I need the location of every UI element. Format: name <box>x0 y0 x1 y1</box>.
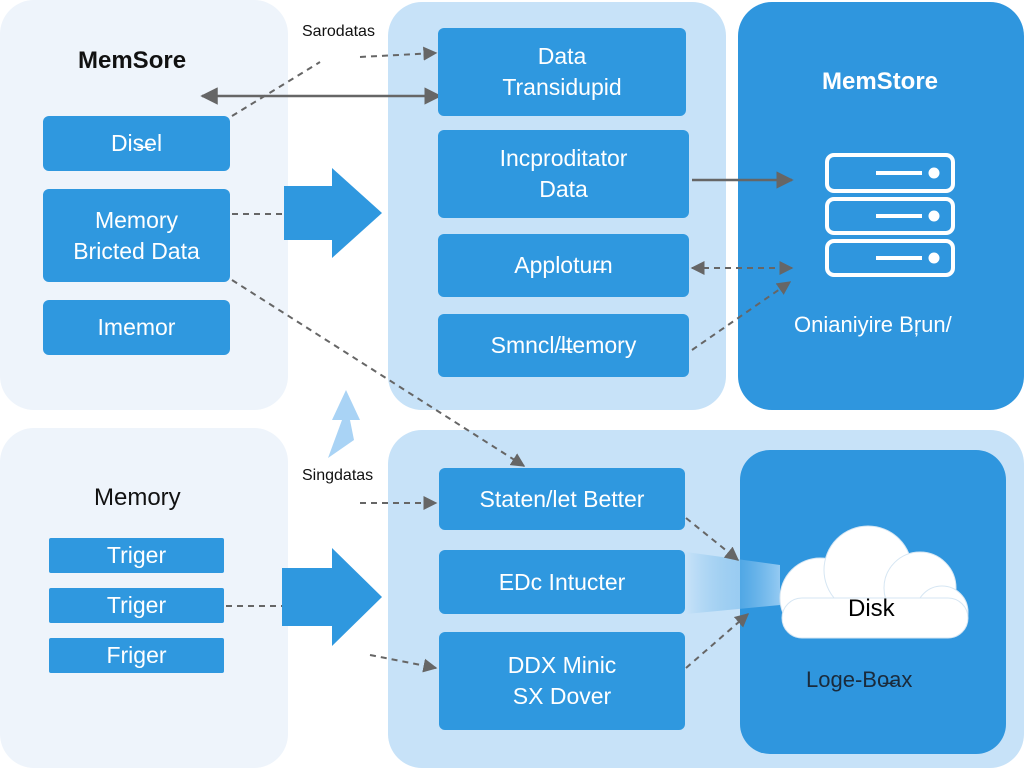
block-arrow-up <box>328 390 360 458</box>
link-ddx-out <box>685 613 750 669</box>
block-arrow-bottom <box>282 548 382 646</box>
text-line: datas <box>335 23 375 40</box>
text-line: Smncl/l̶temory <box>490 332 637 358</box>
bottom-center-item-0[interactable]: Staten/let Better <box>439 468 685 530</box>
note-bottom: Singdatas <box>302 466 374 486</box>
link-saro <box>359 46 438 61</box>
text-line: Sing <box>302 467 335 484</box>
link-disel <box>231 61 321 117</box>
note-top: Sarodatas <box>302 22 375 42</box>
text-line: Friger <box>106 642 167 668</box>
link-staten <box>685 517 740 561</box>
top-left-item-0[interactable]: Dis̶el <box>43 116 230 171</box>
top-center-item-3[interactable]: Smncl/l̶temory <box>438 314 689 377</box>
link-diagonal <box>231 279 526 467</box>
text-line: Applotur̶n <box>514 252 613 278</box>
text-line: EDc Intucter <box>498 568 626 595</box>
text-line: datas <box>334 467 374 484</box>
text-line: Transidupid <box>502 74 622 100</box>
top-right-title: MemStore <box>822 68 939 95</box>
bottom-right-caption: Loge-Bo̶ax <box>806 667 913 692</box>
bottom-center-item-2[interactable]: DDX Minic SX Dover <box>439 632 685 730</box>
text-line: Staten/let Better <box>479 485 645 512</box>
text-line: Bricted Data <box>73 237 200 264</box>
bottom-left-item-2[interactable]: Friger <box>49 638 224 673</box>
text-line: Imemor <box>97 314 176 340</box>
text-line: Triger <box>106 542 167 568</box>
top-center-item-2[interactable]: Applotur̶n <box>438 234 689 297</box>
text-line: Memory <box>94 206 179 233</box>
bottom-center-item-1[interactable]: EDc Intucter <box>439 550 685 614</box>
beam <box>686 552 780 614</box>
text-line: Incproditator <box>499 145 628 171</box>
cloud-label: Disk <box>848 595 895 622</box>
link-ddx-in <box>369 654 438 673</box>
text-line: SX Dover <box>512 683 612 709</box>
cloud-icon <box>779 525 969 639</box>
text-line: Saro <box>302 23 336 40</box>
top-left-item-2[interactable]: Imemor <box>43 300 230 355</box>
block-arrow-top <box>284 168 382 258</box>
text-line: Data <box>537 43 587 69</box>
bottom-left-title: Memory <box>94 484 181 511</box>
bottom-left-item-1[interactable]: Triger <box>49 588 224 623</box>
bottom-left-item-0[interactable]: Triger <box>49 538 224 573</box>
server-stack-icon <box>825 153 955 277</box>
text-line: DDX Minic <box>507 652 617 678</box>
panel-top-right <box>738 2 1024 410</box>
top-right-caption: Onianiyire Bŗun/ <box>794 312 952 337</box>
top-left-title: MemSore <box>78 47 187 74</box>
text-line: Triger <box>106 592 167 618</box>
text-line: Data <box>539 176 588 202</box>
text-line: Dis̶el <box>110 130 163 156</box>
link-smncl <box>691 281 792 351</box>
